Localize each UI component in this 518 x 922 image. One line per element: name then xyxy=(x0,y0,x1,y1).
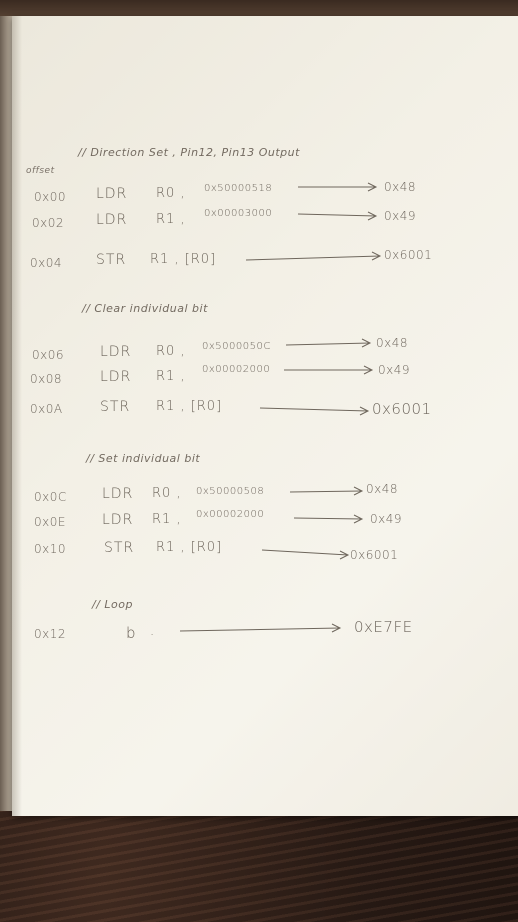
line-mnemonic: STR xyxy=(104,540,135,556)
line-mnemonic: LDR xyxy=(96,212,128,228)
section-comment: // Set individual bit xyxy=(86,452,201,465)
arrow xyxy=(297,211,378,221)
arrow xyxy=(285,338,372,348)
line-value: 0x00003000 xyxy=(204,208,273,219)
line-operands: R1 , [R0] xyxy=(156,540,223,555)
line-encoding: 0x6001 xyxy=(384,248,433,262)
offset-header: offset xyxy=(26,166,55,176)
line-value: 0x00002000 xyxy=(196,509,265,520)
line-encoding: 0x49 xyxy=(370,512,403,526)
section-comment: // Clear individual bit xyxy=(82,302,208,315)
table-wood-grain xyxy=(0,800,518,922)
arrow xyxy=(284,365,374,375)
section-comment: // Loop xyxy=(92,598,133,611)
line-offset: 0x00 xyxy=(34,190,67,204)
background-top xyxy=(0,0,518,20)
line-mnemonic: LDR xyxy=(100,344,132,360)
line-offset: 0x10 xyxy=(34,542,67,556)
line-offset: 0x0E xyxy=(34,515,66,529)
line-mnemonic: LDR xyxy=(100,369,132,385)
line-encoding: 0x48 xyxy=(366,482,399,496)
line-offset: 0x06 xyxy=(32,348,65,362)
line-mnemonic: STR xyxy=(100,399,131,415)
line-offset: 0x08 xyxy=(30,372,63,386)
line-operands: R0 , xyxy=(156,344,186,359)
line-operands: R1 , xyxy=(156,212,186,227)
line-offset: 0x04 xyxy=(30,256,63,270)
line-value: 0x5000050C xyxy=(202,341,271,352)
arrow xyxy=(261,549,350,560)
line-operands: R1 , xyxy=(156,369,186,384)
line-encoding: 0x48 xyxy=(384,180,417,194)
line-value: 0x50000508 xyxy=(196,486,265,497)
notebook-spine-edge xyxy=(0,16,14,811)
line-encoding: 0x6001 xyxy=(372,400,432,418)
line-mnemonic: LDR xyxy=(96,186,128,202)
line-operands: R1 , xyxy=(152,512,182,527)
line-operands: . xyxy=(150,624,156,639)
line-operands: R1 , [R0] xyxy=(156,399,223,414)
arrow xyxy=(293,514,364,524)
line-encoding: 0x49 xyxy=(384,209,417,223)
line-offset: 0x12 xyxy=(34,627,67,641)
line-mnemonic: b xyxy=(126,624,137,642)
line-offset: 0x0A xyxy=(30,402,63,416)
line-encoding: 0x49 xyxy=(378,363,411,377)
line-offset: 0x02 xyxy=(32,216,65,230)
line-value: 0x00002000 xyxy=(202,364,271,375)
line-mnemonic: LDR xyxy=(102,512,134,528)
page-fold-shadow xyxy=(12,16,22,816)
arrow xyxy=(289,486,364,496)
line-operands: R1 , [R0] xyxy=(150,252,217,267)
line-operands: R0 , xyxy=(152,486,182,501)
line-operands: R0 , xyxy=(156,186,186,201)
line-encoding: 0x48 xyxy=(376,336,409,350)
line-offset: 0x0C xyxy=(34,490,67,504)
line-value: 0x50000518 xyxy=(204,183,273,194)
arrow xyxy=(259,406,370,416)
arrow xyxy=(245,251,382,261)
arrow xyxy=(179,623,342,633)
section-comment: // Direction Set , Pin12, Pin13 Output xyxy=(78,146,300,159)
arrow xyxy=(298,182,378,192)
line-mnemonic: LDR xyxy=(102,486,134,502)
line-encoding: 0x6001 xyxy=(350,548,399,562)
line-encoding: 0xE7FE xyxy=(354,618,413,636)
line-mnemonic: STR xyxy=(96,252,127,268)
notebook-page xyxy=(12,16,518,816)
